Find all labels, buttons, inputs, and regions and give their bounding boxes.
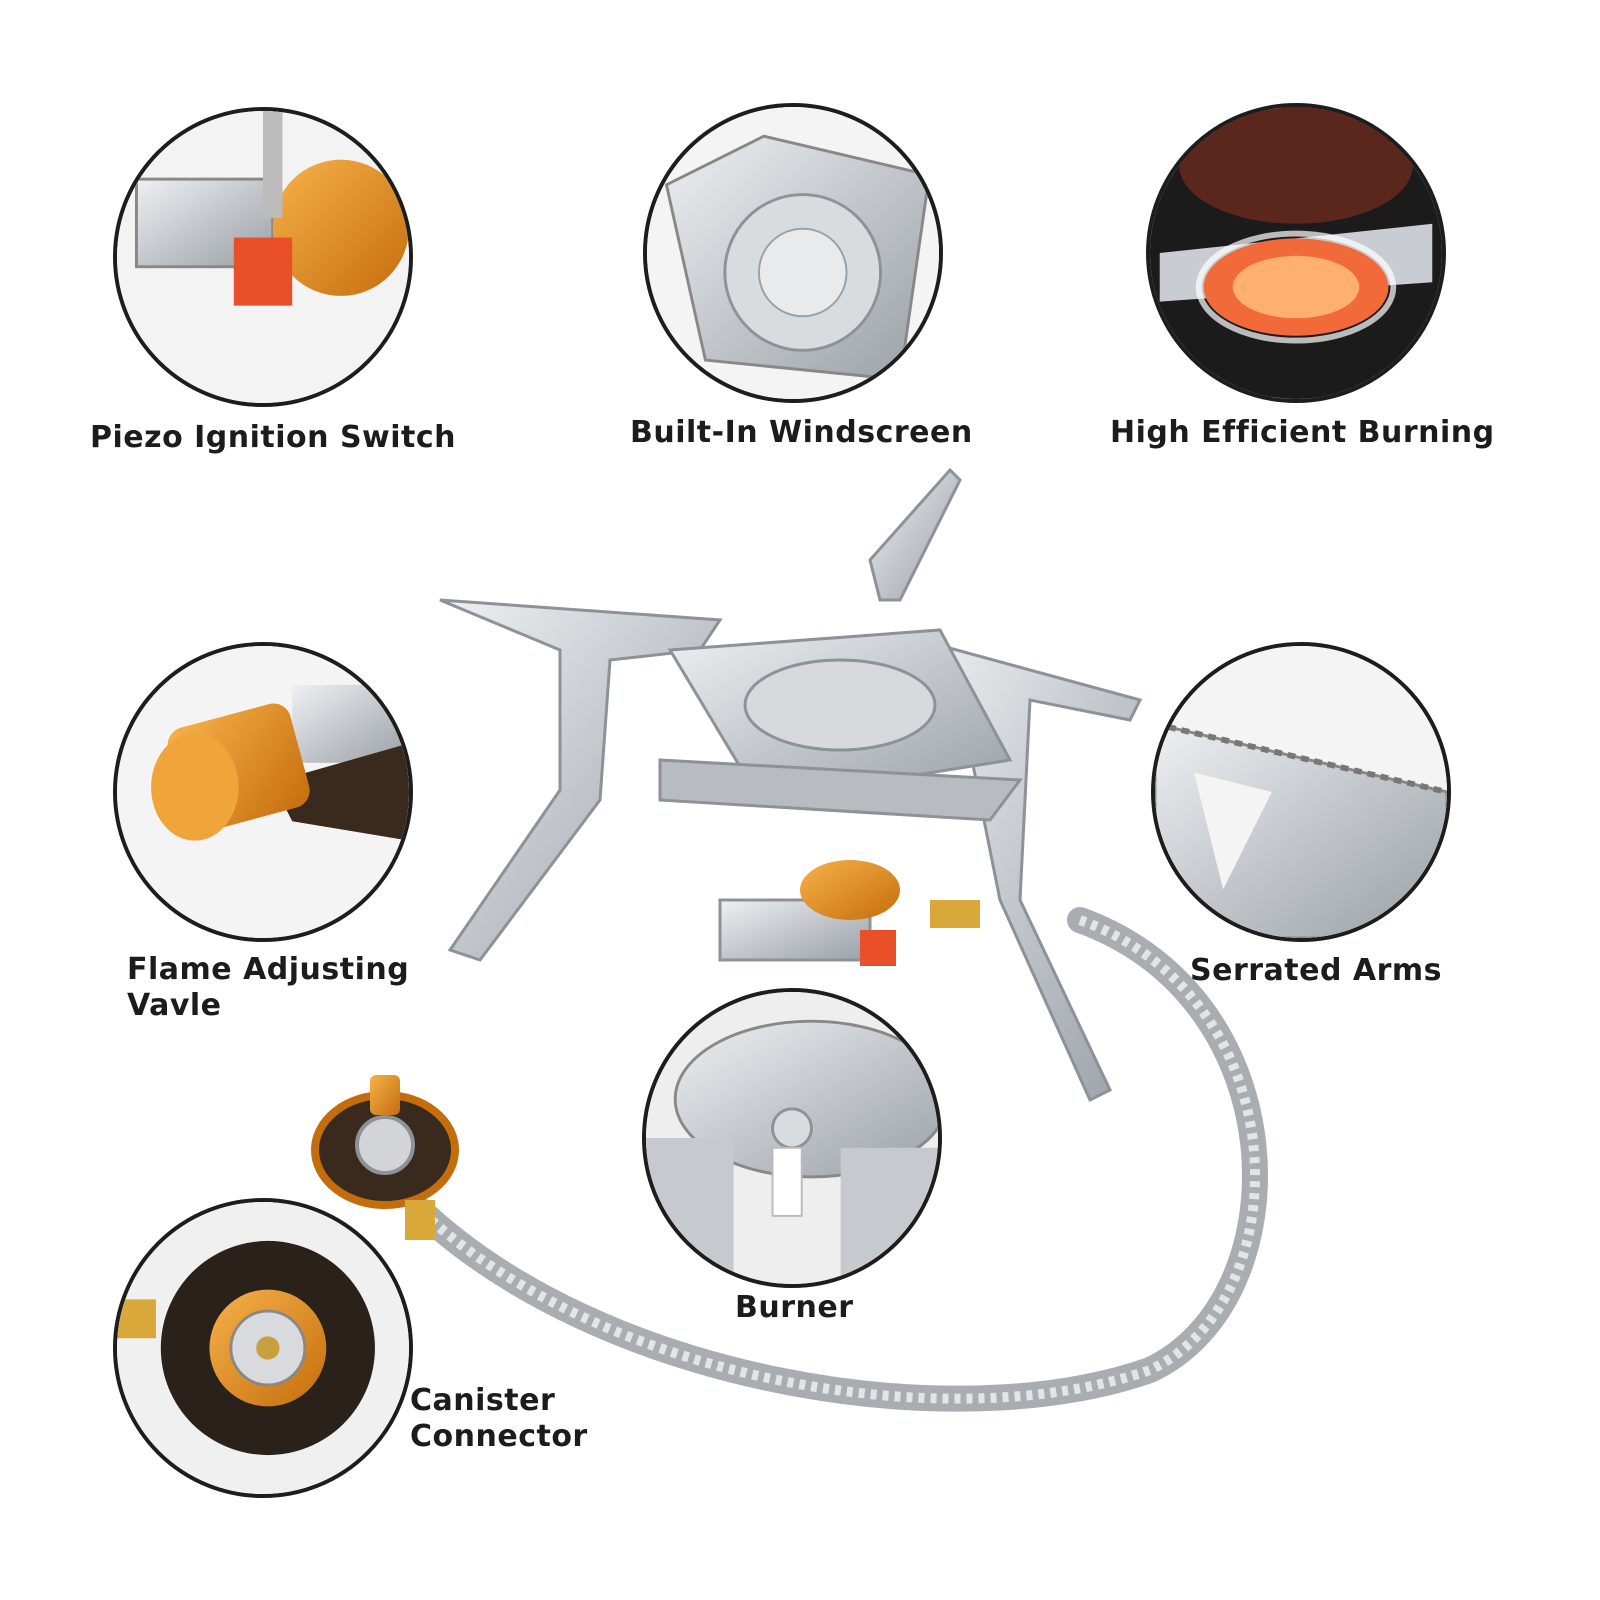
canister-connector-label-line2: Connector	[410, 1419, 588, 1454]
high-efficient-burning-closeup	[1146, 103, 1446, 403]
flame-adjusting-valve-label: Flame Adjusting Vavle	[127, 952, 409, 1024]
flame-adjusting-valve-closeup	[113, 642, 413, 942]
burner-closeup	[642, 988, 942, 1288]
built-in-windscreen-label: Built-In Windscreen	[630, 415, 973, 450]
serrated-arms-label: Serrated Arms	[1190, 953, 1443, 988]
piezo-ignition-switch-label: Piezo Ignition Switch	[90, 420, 457, 455]
high-efficient-burning-label: High Efficient Burning	[1110, 415, 1495, 450]
flame-adjusting-valve-label-line1: Flame Adjusting	[127, 952, 410, 987]
flame-adjusting-valve-label-line2: Vavle	[127, 988, 222, 1023]
piezo-ignition-switch-closeup	[113, 107, 413, 407]
burner-label: Burner	[735, 1290, 854, 1325]
canister-connector-closeup	[113, 1198, 413, 1498]
built-in-windscreen-closeup	[643, 103, 943, 403]
canister-connector-label: Canister Connector	[410, 1383, 588, 1455]
canister-connector-label-line1: Canister	[410, 1383, 556, 1418]
serrated-arms-closeup	[1151, 642, 1451, 942]
